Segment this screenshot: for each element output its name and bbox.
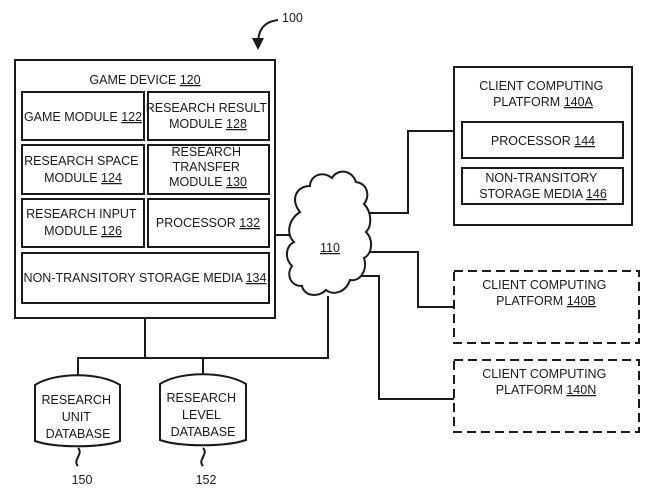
game-device-title: GAME DEVICE 120 — [89, 73, 200, 87]
figure-ref-label: 100 — [282, 11, 303, 25]
research-space-module-box — [22, 145, 144, 194]
database-152-leader-icon — [201, 448, 204, 466]
database-150-ref: 150 — [72, 473, 93, 487]
figure-arrow-head — [252, 38, 264, 50]
database-150-leader-icon — [76, 448, 79, 466]
client-platform-140n: CLIENT COMPUTING PLATFORM 140N — [454, 360, 639, 432]
cloud-icon — [287, 172, 371, 295]
wire-network-client-b — [370, 252, 454, 307]
research-unit-database: RESEARCH UNIT DATABASE 150 — [35, 375, 120, 487]
figure-reference: 100 — [252, 11, 303, 50]
network-cloud: 110 — [287, 172, 371, 295]
research-level-database: RESEARCH LEVEL DATABASE 152 — [160, 374, 246, 487]
research-transfer-module-label: RESEARCH TRANSFER MODULE 130 — [169, 145, 247, 189]
research-result-module-box — [148, 92, 269, 140]
processor-144-label: PROCESSOR 144 — [491, 134, 595, 148]
client-platform-140a: CLIENT COMPUTING PLATFORM 140A PROCESSOR… — [454, 67, 632, 225]
client-platform-140b: CLIENT COMPUTING PLATFORM 140B — [454, 271, 639, 343]
wire-network-client-a — [364, 131, 454, 213]
game-device: GAME DEVICE 120 GAME MODULE 122 RESEARCH… — [15, 60, 275, 318]
network-ref-label: 110 — [320, 241, 340, 255]
storage-134-label: NON-TRANSITORY STORAGE MEDIA 134 — [24, 271, 267, 285]
processor-132-label: PROCESSOR 132 — [156, 216, 260, 230]
wire-network-client-n — [360, 276, 454, 399]
game-module-label: GAME MODULE 122 — [24, 110, 142, 124]
database-152-ref: 152 — [196, 473, 217, 487]
